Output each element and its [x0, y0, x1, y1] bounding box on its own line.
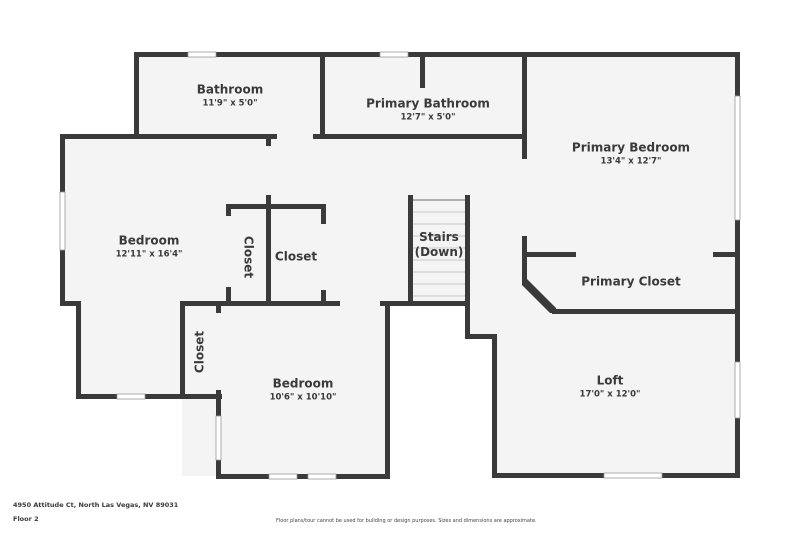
disclaimer-text: Floor plans/tour cannot be used for buil…: [276, 518, 537, 524]
room-dimensions: 17'0" x 12'0": [579, 389, 641, 400]
room-name: Primary Bathroom: [366, 96, 490, 111]
room-name: Stairs: [419, 230, 459, 244]
room-name: Bathroom: [196, 82, 264, 97]
room-bedroom-1: Bedroom 12'11" x 16'4": [116, 234, 183, 261]
room-loft: Loft 17'0" x 12'0": [580, 374, 641, 401]
room-name: Primary Closet: [581, 274, 681, 289]
room-dimensions: 12'7" x 5'0": [400, 112, 456, 123]
address-text: 4950 Attitude Ct, North Las Vegas, NV 89…: [13, 501, 179, 509]
stairs-direction: (Down): [414, 245, 464, 259]
room-primary-bathroom: Primary Bathroom 12'7" x 5'0": [366, 97, 490, 124]
floor-fill: [62, 55, 738, 476]
windows: [59, 51, 741, 480]
floor-label: Floor 2: [13, 515, 39, 523]
room-closet-2: Closet: [275, 250, 317, 265]
room-stairs: Stairs (Down): [415, 230, 464, 260]
room-name: Closet: [241, 235, 256, 279]
room-dimensions: 13'4" x 12'7": [600, 156, 662, 167]
room-name: Primary Bedroom: [571, 140, 691, 155]
room-dimensions: 11'9" x 5'0": [202, 98, 258, 109]
room-closet-3: Closet: [193, 331, 208, 373]
door-openings: [277, 134, 713, 306]
room-name: Closet: [274, 249, 318, 264]
room-bathroom: Bathroom 11'9" x 5'0": [197, 83, 263, 110]
room-name: Bedroom: [118, 233, 180, 248]
room-dimensions: 12'11" x 16'4": [115, 249, 183, 260]
room-closet-1: Closet: [241, 236, 256, 278]
room-name: Bedroom: [272, 376, 334, 391]
room-bedroom-2: Bedroom 10'6" x 10'10": [270, 377, 337, 404]
walls: [60, 52, 740, 479]
room-dimensions: 10'6" x 10'10": [269, 392, 337, 403]
stair-treads: [413, 199, 465, 297]
room-primary-bedroom: Primary Bedroom 13'4" x 12'7": [572, 141, 690, 168]
room-name: Loft: [596, 373, 624, 388]
room-primary-closet: Primary Closet: [581, 275, 681, 290]
room-name: Closet: [192, 330, 207, 374]
